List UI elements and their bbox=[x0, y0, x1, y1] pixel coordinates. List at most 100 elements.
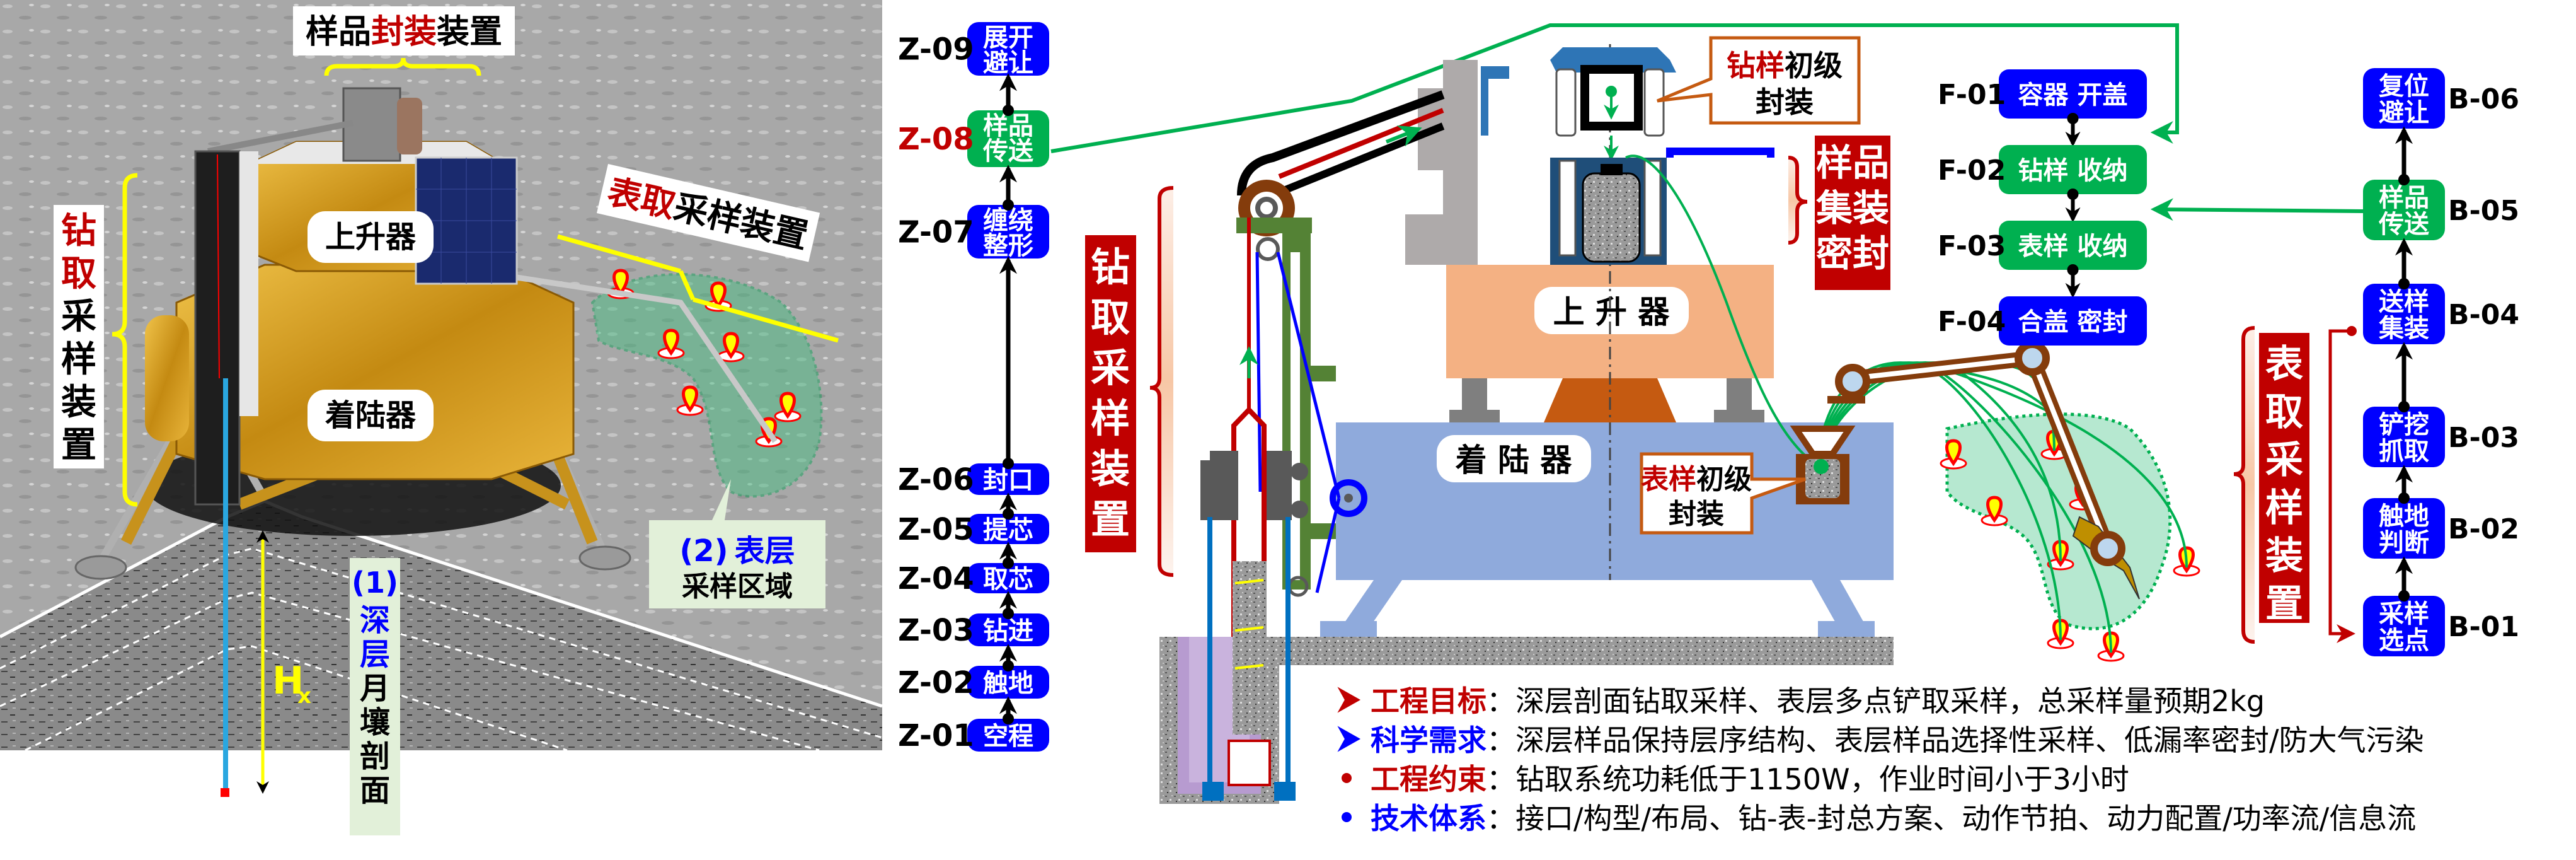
lander-leg-right bbox=[1812, 580, 1868, 630]
drill-step-z-06[interactable]: Z-06 封口 bbox=[898, 462, 1049, 497]
ascender-diagram-label: 上 升 器 bbox=[1553, 294, 1670, 330]
step-arrow-dot bbox=[1003, 660, 1014, 671]
packaging-label-box bbox=[293, 6, 515, 55]
step-label: 触地 bbox=[983, 669, 1033, 698]
requirement-item: 技术体系：接口/构型/布局、钻-表-封总方案、动作节拍、动力配置/功率流/信息流 bbox=[1342, 801, 2416, 835]
banner-char: 取 bbox=[2265, 390, 2303, 434]
drill-motor-left bbox=[1200, 451, 1238, 520]
main-pulley-hub bbox=[1250, 192, 1283, 224]
requirement-key: 技术体系 bbox=[1371, 801, 1486, 835]
banner-char: 样 bbox=[2265, 486, 2303, 530]
step-label: 封口 bbox=[983, 466, 1033, 495]
drill-bit-left bbox=[1202, 782, 1224, 801]
requirement-text: 工程约束：钻取系统功耗低于1150W，作业时间小于3小时 bbox=[1371, 762, 2129, 796]
step-label: 采样 bbox=[2379, 600, 2429, 629]
surface-brace bbox=[2233, 326, 2255, 644]
step-label: 缠绕 bbox=[983, 206, 1033, 235]
step-id: B-02 bbox=[2448, 513, 2519, 545]
step-label: 提芯 bbox=[983, 516, 1033, 545]
step-id: B-05 bbox=[2448, 195, 2519, 227]
step-id: Z-07 bbox=[898, 215, 974, 250]
sampling-point-icon bbox=[2173, 546, 2200, 577]
heater-right-bottom bbox=[1643, 160, 1662, 257]
sampling-point-icon bbox=[657, 328, 685, 359]
step-label: 判断 bbox=[2379, 528, 2429, 557]
lander-leg-left bbox=[1339, 580, 1402, 630]
requirement-value: ：钻取系统功耗低于1150W，作业时间小于3小时 bbox=[1486, 762, 2129, 796]
banner-char: 置 bbox=[2265, 582, 2303, 626]
step-label: 送样 bbox=[2379, 288, 2429, 317]
trajectory-line bbox=[1625, 154, 1816, 465]
deep-label-char: 月 bbox=[360, 671, 390, 706]
drill-label-char: 取 bbox=[61, 253, 96, 294]
packaging-banner-line: 集装 bbox=[1815, 187, 1889, 230]
drill-label-char: 采 bbox=[61, 296, 96, 337]
arm-lower-link-inner bbox=[2030, 357, 2110, 550]
drill-bit bbox=[221, 788, 229, 797]
ascender-foot-left bbox=[1449, 410, 1500, 422]
dot-bullet-icon bbox=[1342, 812, 1352, 822]
step-id: Z-09 bbox=[898, 32, 974, 67]
step-label: 容器 开盖 bbox=[2018, 81, 2128, 110]
core-bag bbox=[1228, 740, 1271, 786]
packaging-device-label: 样品封装装置 bbox=[306, 13, 502, 51]
lander-label-box bbox=[308, 390, 434, 441]
heater-left-bottom bbox=[1558, 160, 1577, 257]
drill-label-box bbox=[54, 205, 104, 468]
requirement-text: 工程目标：深层剖面钻取采样、表层多点铲取采样，总采样量预期2kg bbox=[1371, 684, 2265, 718]
surface-sampling-zone-diagram bbox=[1945, 412, 2172, 630]
step-label: 表样 收纳 bbox=[2018, 232, 2128, 261]
step-arrow-dot bbox=[1003, 557, 1014, 569]
fuel-tank bbox=[145, 315, 189, 441]
drive-pulley bbox=[1330, 479, 1367, 517]
requirement-text: 技术体系：接口/构型/布局、钻-表-封总方案、动作节拍、动力配置/功率流/信息流 bbox=[1371, 801, 2416, 835]
drill-label-char: 置 bbox=[61, 425, 96, 466]
step-label: 展开 bbox=[983, 23, 1033, 52]
deep-label-char: 层 bbox=[360, 637, 390, 672]
step-label: 取芯 bbox=[983, 565, 1033, 594]
step-arrow-dot bbox=[1003, 508, 1014, 520]
drive-belt-left bbox=[1255, 252, 1262, 492]
lander-label-box bbox=[1437, 435, 1591, 482]
banner-char: 采 bbox=[1091, 345, 1130, 391]
step-arrow-dot bbox=[2398, 492, 2410, 504]
step-label: 触地 bbox=[2379, 502, 2429, 531]
drill-brace bbox=[112, 173, 138, 507]
surface-seal-callout-line2: 封装 bbox=[1669, 498, 1724, 530]
sampling-point-icon bbox=[774, 392, 802, 422]
core-sample bbox=[1233, 561, 1267, 735]
requirement-item: 科学需求：深层样品保持层序结构、表层样品选择性采样、低漏率密封/防大气污染 bbox=[1337, 723, 2424, 757]
step-label: 集装 bbox=[2378, 314, 2429, 343]
step-id: Z-03 bbox=[898, 613, 974, 648]
drill-label-char: 样 bbox=[61, 339, 96, 380]
regolith-profile bbox=[0, 501, 882, 750]
arrow-bullet-icon bbox=[1337, 687, 1361, 713]
deep-label-number: (1) bbox=[352, 566, 398, 600]
step-id: Z-06 bbox=[898, 462, 974, 497]
surface-loop-line bbox=[2328, 329, 2355, 643]
banner-char: 钻 bbox=[1091, 244, 1130, 290]
ascender-leg-right bbox=[1727, 378, 1752, 410]
step-label: 传送 bbox=[982, 137, 1033, 166]
banner-char: 采 bbox=[2265, 438, 2303, 482]
